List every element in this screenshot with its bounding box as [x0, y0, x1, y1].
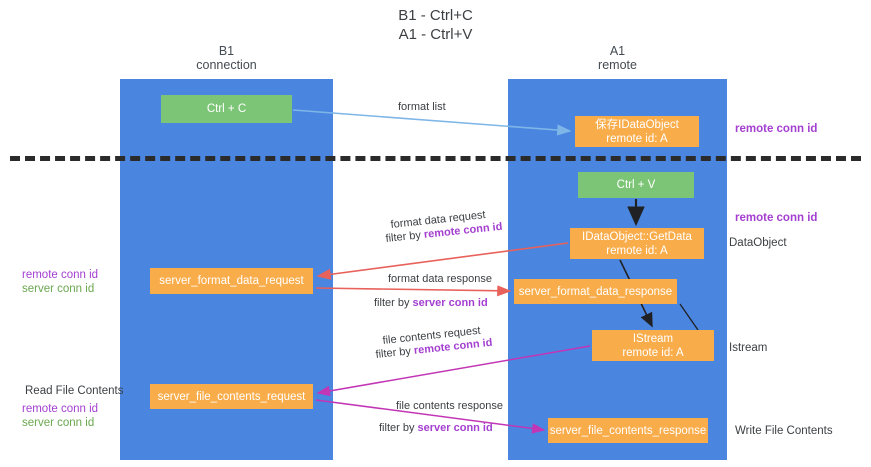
arrow-label-file-contents-response-filter: filter by server conn id — [379, 422, 493, 435]
node-ctrl-c-label: Ctrl + C — [206, 103, 247, 115]
node-save-idataobject-text: 保存IDataObject remote id: A — [595, 118, 679, 146]
node-ctrl-c[interactable]: Ctrl + C — [161, 95, 292, 123]
phase-divider — [10, 156, 861, 161]
arrow-label-file-contents-response: file contents response — [396, 400, 504, 412]
node-istream[interactable]: IStream remote id: A — [592, 330, 714, 361]
lane-header-a1-title: A1 — [609, 44, 626, 58]
node-idataobject-getdata-text: IDataObject::GetData remote id: A — [582, 230, 692, 258]
node-server-file-contents-request-label: server_file_contents_request — [157, 390, 306, 403]
diagram-title: B1 - Ctrl+C A1 - Ctrl+V — [0, 6, 871, 44]
node-idataobject-getdata-line1: IDataObject::GetData — [582, 230, 692, 243]
margin-label-server-conn-id-left-mid: server conn id — [22, 283, 95, 295]
node-ctrl-v[interactable]: Ctrl + V — [578, 172, 694, 198]
node-istream-text: IStream remote id: A — [622, 332, 683, 360]
margin-label-read-file-contents: Read File Contents — [25, 385, 124, 397]
filter-prefix: filter by — [374, 297, 413, 309]
lane-header-b1-subtitle: connection — [196, 58, 257, 72]
node-server-file-contents-response[interactable]: server_file_contents_response — [548, 418, 708, 443]
node-server-file-contents-response-label: server_file_contents_response — [549, 424, 707, 437]
node-server-format-data-response[interactable]: server_format_data_response — [514, 279, 677, 304]
filter-prefix: filter by — [379, 422, 418, 434]
filter-prefix: filter by — [385, 228, 425, 245]
margin-label-write-file-contents: Write File Contents — [735, 425, 833, 437]
lane-header-a1-subtitle: remote — [598, 58, 637, 72]
node-server-file-contents-request[interactable]: server_file_contents_request — [150, 384, 313, 409]
node-server-format-data-request-label: server_format_data_request — [159, 275, 304, 287]
node-save-idataobject-line2: remote id: A — [606, 132, 668, 145]
margin-label-server-conn-id-left-bottom: server conn id — [22, 417, 95, 429]
arrow-label-format-list: format list — [398, 101, 446, 113]
margin-label-dataobject: DataObject — [729, 237, 787, 249]
node-istream-line1: IStream — [632, 332, 674, 345]
diagram-title-line1: B1 - Ctrl+C — [398, 7, 473, 24]
margin-group-bottom: remote conn id server conn id — [22, 402, 98, 430]
lane-header-b1: B1 connection — [120, 44, 333, 72]
margin-label-remote-conn-id-left-bottom: remote conn id — [22, 403, 99, 415]
filter-prefix: filter by — [375, 344, 415, 361]
margin-label-istream: Istream — [729, 342, 768, 354]
node-server-format-data-response-label: server_format_data_response — [518, 285, 673, 298]
arrow-label-format-data-response: format data response — [388, 273, 492, 285]
filter-key-server-conn-id: server conn id — [417, 422, 493, 434]
margin-label-remote-conn-id-left-mid: remote conn id — [22, 269, 99, 281]
margin-group-mid: remote conn id server conn id — [22, 268, 98, 296]
node-istream-line2: remote id: A — [622, 346, 684, 359]
connector-format-data-response — [315, 285, 512, 297]
node-idataobject-getdata[interactable]: IDataObject::GetData remote id: A — [570, 228, 704, 259]
arrow-label-format-data-response-filter: filter by server conn id — [374, 297, 488, 310]
filter-key-server-conn-id: server conn id — [412, 297, 488, 309]
lane-header-a1: A1 remote — [508, 44, 727, 72]
node-save-idataobject[interactable]: 保存IDataObject remote id: A — [575, 116, 699, 147]
node-save-idataobject-line1: 保存IDataObject — [595, 118, 679, 131]
lane-header-b1-title: B1 — [218, 44, 235, 58]
node-ctrl-v-label: Ctrl + V — [616, 179, 656, 191]
margin-label-remote-conn-id-mid: remote conn id — [735, 212, 818, 224]
node-idataobject-getdata-line2: remote id: A — [606, 244, 668, 257]
margin-label-remote-conn-id-top: remote conn id — [735, 123, 818, 135]
diagram-title-line2: A1 - Ctrl+V — [398, 26, 473, 43]
node-server-format-data-request[interactable]: server_format_data_request — [150, 268, 313, 294]
